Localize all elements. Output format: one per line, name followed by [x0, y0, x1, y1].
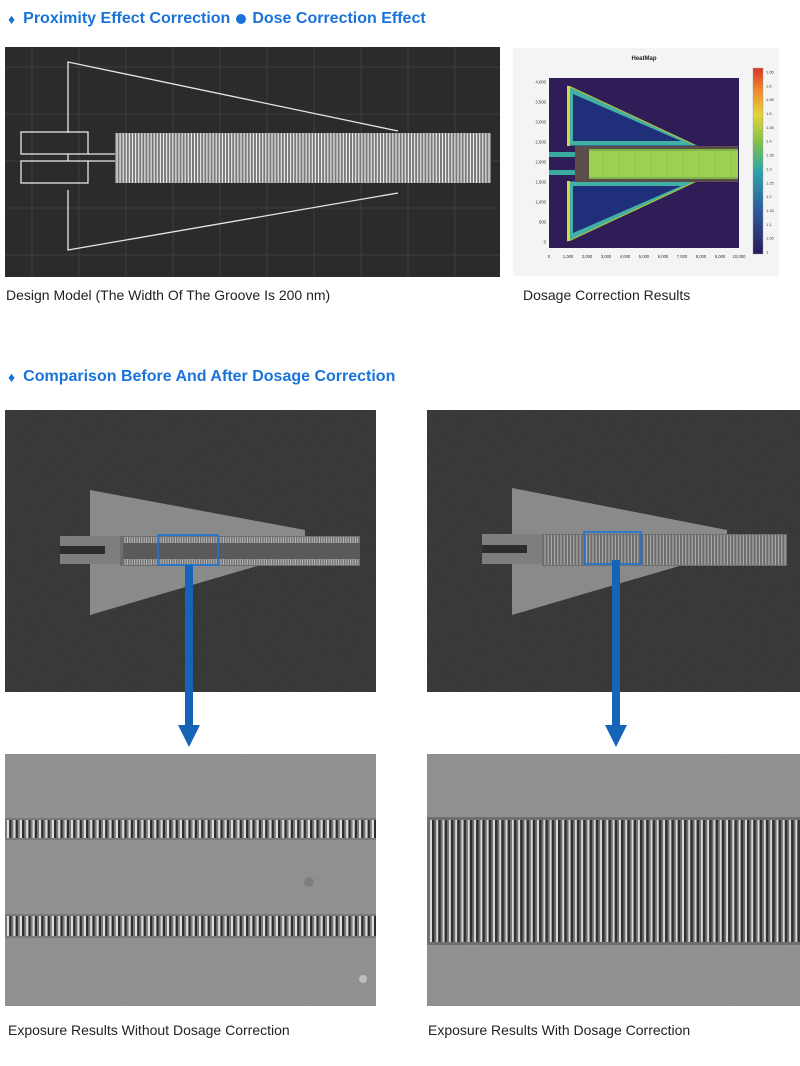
heatmap-x-tick: 9,000: [715, 254, 726, 259]
heatmap-chart: HeatMap: [513, 48, 779, 276]
heatmap-colorbar-tick: 1.1: [766, 222, 772, 227]
section-heading-proximity: ♦ Proximity Effect Correction Dose Corre…: [8, 10, 426, 28]
heatmap-colorbar-tick: 1.25: [766, 180, 775, 185]
heatmap-title: HeatMap: [631, 56, 656, 62]
heatmap-colorbar-tick: 1.55: [766, 97, 775, 102]
heatmap-colorbar-tick: 1: [766, 250, 769, 255]
heatmap-colorbar-tick: 1.4: [766, 139, 772, 144]
heatmap-colorbar-tick: 1.6: [766, 83, 772, 88]
diamond-bullet-icon: ♦: [8, 11, 16, 27]
design-model-caption: Design Model (The Width Of The Groove Is…: [6, 287, 331, 303]
section-title-part2: Dose Correction Effect: [252, 10, 426, 27]
heatmap-y-tick: 4,000: [536, 80, 547, 85]
caption-with-correction: Exposure Results With Dosage Correction: [428, 1022, 691, 1038]
heatmap-y-tick: 1,000: [536, 200, 547, 205]
heatmap-x-tick: 10,000: [733, 254, 746, 259]
heatmap-caption: Dosage Correction Results: [523, 287, 691, 303]
heatmap-y-tick: 1,500: [536, 180, 547, 185]
down-arrow-icon: [605, 560, 627, 747]
sem-zoom-with: [427, 754, 800, 1006]
heatmap-y-tick: 2,000: [536, 160, 547, 165]
heatmap-colorbar-tick: 1.5: [766, 111, 772, 116]
heatmap-x-tick: 0: [548, 254, 551, 259]
section-title-part1: Proximity Effect Correction: [23, 10, 231, 27]
section-heading-comparison: ♦ Comparison Before And After Dosage Cor…: [8, 368, 395, 386]
heatmap-y-tick: 2,500: [536, 140, 547, 145]
heatmap-colorbar-tick: 1.2: [766, 194, 772, 199]
design-model-drawing: [5, 47, 500, 277]
heatmap-image: HeatMap: [513, 48, 779, 276]
heatmap-x-tick: 5,000: [639, 254, 650, 259]
down-arrow-icon: [178, 565, 200, 747]
heatmap-colorbar-tick: 1.45: [766, 125, 775, 130]
heatmap-colorbar-tick: 1.3: [766, 166, 772, 171]
section-title-comparison: Comparison Before And After Dosage Corre…: [23, 368, 396, 385]
heatmap-y-tick: 3,500: [536, 100, 547, 105]
caption-without-correction: Exposure Results Without Dosage Correcti…: [8, 1022, 290, 1038]
heatmap-colorbar-tick: 1.65: [766, 70, 775, 75]
heatmap-x-tick: 1,000: [563, 254, 574, 259]
heatmap-x-tick: 4,000: [620, 254, 631, 259]
heatmap-x-tick: 6,000: [658, 254, 669, 259]
heatmap-x-tick: 7,000: [677, 254, 688, 259]
heatmap-colorbar-tick: 1.15: [766, 208, 775, 213]
heatmap-x-tick: 3,000: [601, 254, 612, 259]
diamond-bullet-icon: ♦: [8, 369, 16, 385]
heatmap-y-tick: 0: [544, 240, 547, 245]
dot-separator-icon: [236, 14, 247, 24]
sem-zoom-without: [5, 754, 376, 1006]
heatmap-colorbar-tick: 1.35: [766, 153, 775, 158]
heatmap-x-tick: 8,000: [696, 254, 707, 259]
heatmap-y-tick: 500: [539, 220, 547, 225]
heatmap-x-tick: 2,000: [582, 254, 593, 259]
heatmap-colorbar-tick: 1.05: [766, 236, 775, 241]
heatmap-y-tick: 3,000: [536, 120, 547, 125]
design-model-image: [5, 47, 500, 277]
